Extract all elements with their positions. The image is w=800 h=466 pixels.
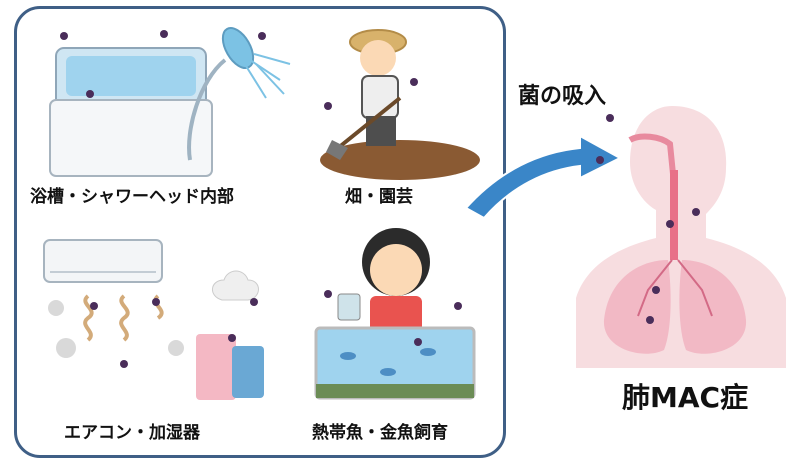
lungs-body-illustration [576, 106, 786, 368]
bathtub-shower-illustration [49, 27, 291, 177]
source-label-fish: 熱帯魚・金魚飼育 [312, 423, 448, 443]
aircon-humidifier-illustration [43, 239, 264, 400]
gardener-illustration [320, 29, 480, 180]
source-label-field: 畑・園芸 [345, 187, 413, 207]
inhalation-label: 菌の吸入 [518, 84, 607, 109]
source-label-bath: 浴槽・シャワーヘッド内部 [30, 187, 234, 207]
inhalation-arrow [464, 134, 623, 220]
germ-icon [90, 298, 258, 368]
germ-icon [60, 30, 266, 98]
source-label-aircon: エアコン・加湿器 [64, 423, 200, 443]
disease-label: 肺MAC症 [622, 381, 749, 414]
fish-tank-illustration [314, 228, 476, 400]
germ-icon [596, 114, 700, 324]
